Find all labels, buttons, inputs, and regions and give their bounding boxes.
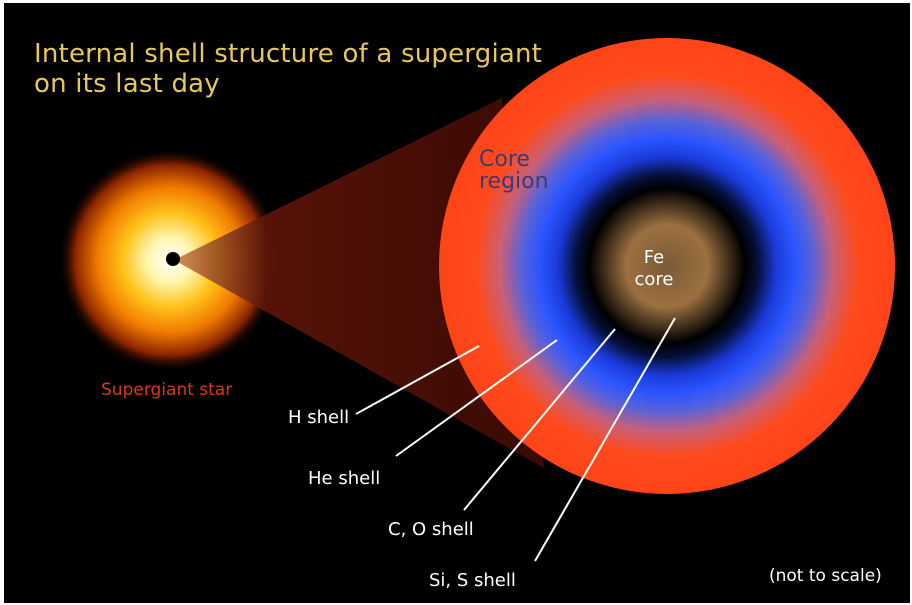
co-shell-label: C, O shell <box>388 519 474 540</box>
he-shell-pointer <box>395 339 558 457</box>
co-shell-pointer <box>463 328 616 511</box>
magnification-cone <box>174 98 544 468</box>
not-to-scale-note: (not to scale) <box>769 566 882 586</box>
si-s-shell-label: Si, S shell <box>429 570 516 591</box>
shell-structure-disc <box>439 38 895 494</box>
h-shell-label: H shell <box>288 407 350 428</box>
title-line-2: on its last day <box>34 69 220 99</box>
he-shell-label: He shell <box>308 468 381 489</box>
core-region-line-2: region <box>479 169 549 194</box>
core-region-label: Core region <box>479 149 549 193</box>
fe-core-line-1: Fe <box>643 247 665 268</box>
shell-structure-diagram <box>58 38 895 562</box>
supergiant-star-label: Supergiant star <box>101 380 233 400</box>
diagram-title: Internal shell structure of a supergiant… <box>34 39 542 99</box>
fe-core-label: Fe core <box>628 247 680 291</box>
fe-core-line-2: core <box>634 269 674 290</box>
title-line-1: Internal shell structure of a supergiant <box>34 39 543 69</box>
diagram-frame: Internal shell structure of a supergiant… <box>4 3 910 603</box>
si-s-shell-pointer <box>534 317 676 562</box>
h-shell-pointer <box>355 345 480 415</box>
star-center-dot <box>166 252 180 266</box>
core-region-line-1: Core <box>479 147 530 172</box>
